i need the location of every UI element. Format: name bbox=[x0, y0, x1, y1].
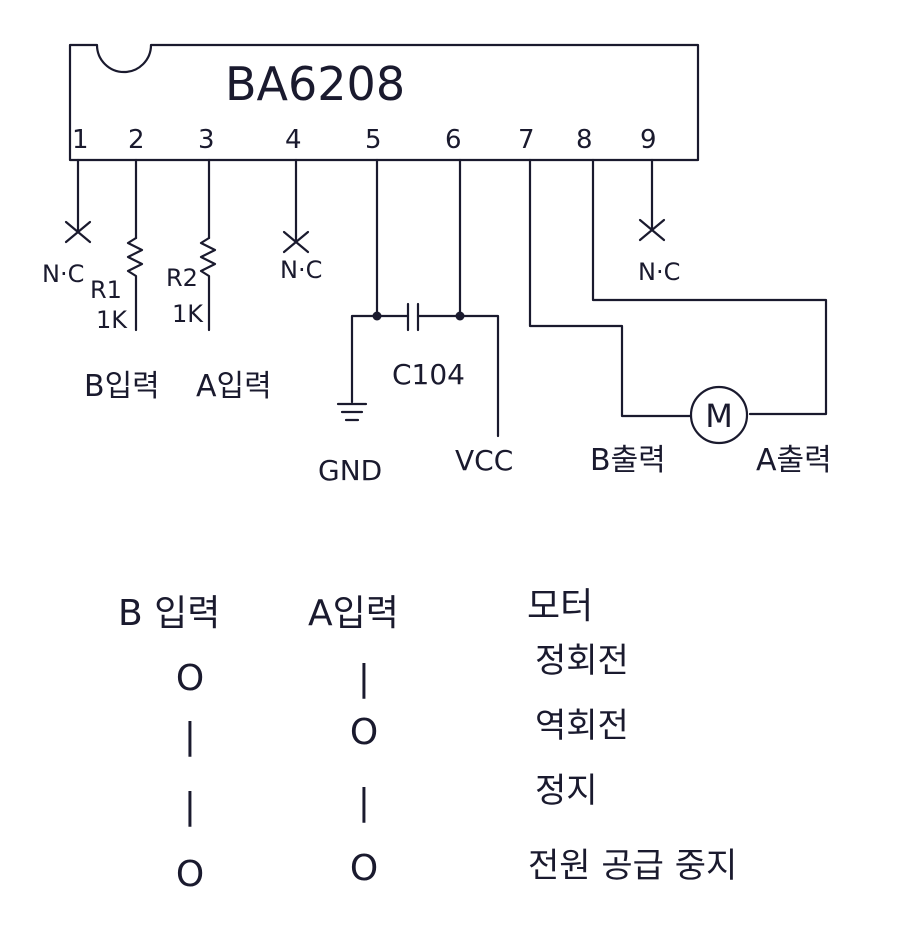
pin-7-wire bbox=[528, 158, 692, 418]
ground-symbol bbox=[336, 402, 368, 422]
pin1-nc-label: N·C bbox=[42, 260, 84, 288]
r1-name-label: R1 bbox=[90, 276, 122, 304]
pin-6-label: 6 bbox=[445, 125, 462, 155]
table-header-a-input: A입력 bbox=[308, 593, 399, 634]
r2-value-label: 1K bbox=[172, 300, 204, 328]
gnd-wire bbox=[350, 314, 379, 404]
diagram-labels: N·C R1 1K R2 1K N·C N·C B입력 A입력 C104 GND… bbox=[42, 256, 832, 487]
pin9-nc-label: N·C bbox=[638, 258, 680, 286]
table-header-b-input: B 입력 bbox=[118, 593, 220, 634]
r1-value-label: 1K bbox=[96, 306, 128, 334]
row3-a-value: | bbox=[358, 782, 370, 823]
row3-motor-state: 정지 bbox=[535, 771, 598, 811]
row3-b-value: | bbox=[184, 786, 196, 827]
table-row: | O 역회전 bbox=[184, 706, 629, 757]
motor-symbol: M bbox=[689, 385, 749, 445]
pin-9-nc-cross bbox=[638, 218, 666, 242]
table-row: O O 전원 공급 중지 bbox=[176, 846, 737, 895]
resistor-r1 bbox=[126, 236, 144, 332]
pin-8-label: 8 bbox=[576, 125, 593, 155]
row2-b-value: | bbox=[184, 716, 196, 757]
pin-leads bbox=[64, 158, 828, 418]
ic-package bbox=[68, 43, 700, 162]
a-output-label: A출력 bbox=[756, 443, 832, 478]
r2-name-label: R2 bbox=[166, 264, 198, 292]
pin-8-wire bbox=[591, 158, 828, 416]
table-header-motor: 모터 bbox=[527, 586, 593, 627]
pin-4-label: 4 bbox=[285, 125, 302, 155]
pin4-nc-label: N·C bbox=[280, 256, 322, 284]
pin-1-nc-cross bbox=[64, 220, 92, 244]
pin-5-label: 5 bbox=[365, 125, 382, 155]
b-output-label: B출력 bbox=[590, 443, 666, 478]
motor-circle bbox=[689, 385, 749, 445]
motor-label: M bbox=[705, 397, 733, 435]
pin-7-label: 7 bbox=[518, 125, 535, 155]
row4-b-value: O bbox=[176, 854, 204, 895]
gnd-label: GND bbox=[318, 454, 382, 487]
pin-4-nc-cross bbox=[282, 230, 310, 254]
b-input-label: B입력 bbox=[84, 369, 160, 404]
a-input-label: A입력 bbox=[196, 369, 272, 404]
resistor-r2 bbox=[199, 236, 217, 332]
row1-a-value: | bbox=[358, 658, 370, 699]
row1-b-value: O bbox=[176, 658, 204, 699]
pin-3-label: 3 bbox=[198, 125, 215, 155]
row4-motor-state: 전원 공급 중지 bbox=[528, 846, 737, 886]
vcc-label: VCC bbox=[455, 444, 513, 477]
row2-motor-state: 역회전 bbox=[535, 706, 629, 746]
pin-9-label: 9 bbox=[640, 125, 657, 155]
pin-2-label: 2 bbox=[128, 125, 145, 155]
capacitor-network bbox=[336, 302, 500, 438]
row1-motor-state: 정회전 bbox=[535, 641, 629, 681]
row4-a-value: O bbox=[350, 848, 378, 889]
vcc-wire bbox=[458, 314, 500, 438]
truth-table: B 입력 A입력 모터 O | 정회전 | O 역회전 | | 정지 O O 전… bbox=[118, 586, 737, 895]
table-row: | | 정지 bbox=[184, 771, 598, 827]
pin-1-label: 1 bbox=[72, 125, 89, 155]
table-row: O | 정회전 bbox=[176, 641, 629, 699]
pin-numbers: 1 2 3 4 5 6 7 8 9 bbox=[72, 125, 657, 155]
ic-outline bbox=[68, 43, 700, 162]
row2-a-value: O bbox=[350, 712, 378, 753]
ic-part-number: BA6208 bbox=[225, 57, 405, 111]
capacitor-label: C104 bbox=[392, 358, 465, 391]
